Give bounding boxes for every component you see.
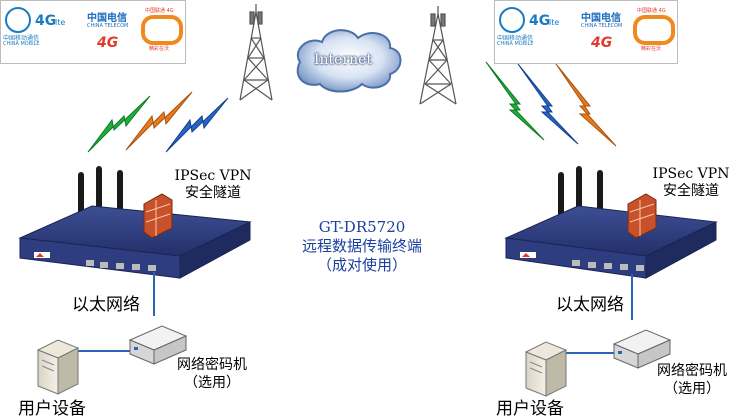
internet-label: Internet xyxy=(314,52,373,68)
firewall-left-icon xyxy=(143,193,173,239)
cell-tower-left xyxy=(239,4,273,101)
user-device-left-icon xyxy=(36,339,80,395)
lte-label: lte xyxy=(55,18,66,27)
encryptor-right xyxy=(612,329,672,369)
cell-tower-right xyxy=(419,6,457,105)
device-description-label: GT-DR5720 远程数据传输终端 （成对使用） xyxy=(290,218,434,275)
wireless-signal-right xyxy=(485,61,617,147)
ethernet-label-right: 以太网络 xyxy=(556,295,624,315)
user-device-right-icon xyxy=(524,341,568,397)
router-right xyxy=(504,166,718,279)
telecom-4g-label: 4G xyxy=(97,35,119,51)
encryptor-line2: （选用） xyxy=(184,375,240,391)
cmcc-name-en: CHINA MOBILE xyxy=(3,41,40,47)
telecom-name-en: CHINA TELECOM xyxy=(87,23,129,29)
telecom-name-cn: 中国电信 xyxy=(87,13,127,24)
cmcc-name-cn: 中国移动通信 xyxy=(3,35,40,42)
unicom-name: 中国联通 4G xyxy=(145,8,174,14)
unicom-slogan: 精彩在沃 xyxy=(641,46,662,52)
vpn-tunnel-label-right: IPSec VPN 安全隧道 xyxy=(646,166,736,200)
vpn-line2: 安全隧道 xyxy=(185,185,241,201)
telecom-name-en: CHINA TELECOM xyxy=(581,23,623,29)
vpn-line1: IPSec VPN xyxy=(174,168,252,184)
telecom-4g-label: 4G xyxy=(591,35,613,51)
vpn-line2: 安全隧道 xyxy=(663,183,719,199)
cmcc-logo-icon xyxy=(5,7,31,33)
lte-label: lte xyxy=(549,18,560,27)
device-note: （成对使用） xyxy=(316,256,407,274)
fourg-label: 4G xyxy=(529,13,551,29)
cmcc-name-en: CHINA MOBILE xyxy=(497,41,534,47)
device-name: 远程数据传输终端 xyxy=(301,237,422,255)
router-left xyxy=(18,166,252,279)
firewall-right-icon xyxy=(627,193,657,239)
carrier-logos-right: 中国移动通信 CHINA MOBILE 4G lte 中国电信 CHINA TE… xyxy=(494,0,678,64)
encryptor-left xyxy=(128,325,188,365)
device-model: GT-DR5720 xyxy=(318,218,406,236)
carrier-logos-left: 中国移动通信 CHINA MOBILE 4G lte 中国电信 CHINA TE… xyxy=(0,0,186,64)
vpn-line1: IPSec VPN xyxy=(652,166,730,182)
cmcc-name-cn: 中国移动通信 xyxy=(497,35,534,42)
vpn-tunnel-label-left: IPSec VPN 安全隧道 xyxy=(168,168,258,202)
user-device-label-left: 用户设备 xyxy=(18,399,86,419)
internet-cloud xyxy=(296,29,402,93)
fourg-label: 4G xyxy=(35,13,57,29)
cmcc-logo-icon xyxy=(499,7,525,33)
encryptor-label-right: 网络密码机 （选用） xyxy=(650,362,734,398)
encryptor-label-left: 网络密码机 （选用） xyxy=(170,356,254,392)
encryptor-line1: 网络密码机 xyxy=(177,357,247,373)
ethernet-links xyxy=(75,272,633,354)
unicom-slogan: 精彩在沃 xyxy=(149,46,170,52)
unicom-wo-icon xyxy=(633,15,675,45)
ethernet-label-left: 以太网络 xyxy=(72,295,140,315)
wireless-signal-left xyxy=(87,91,229,153)
user-device-label-right: 用户设备 xyxy=(496,399,564,419)
unicom-wo-icon xyxy=(141,15,183,45)
encryptor-line2: （选用） xyxy=(664,381,720,397)
telecom-name-cn: 中国电信 xyxy=(581,13,621,24)
unicom-name: 中国联通 4G xyxy=(637,8,666,14)
encryptor-line1: 网络密码机 xyxy=(657,363,727,379)
